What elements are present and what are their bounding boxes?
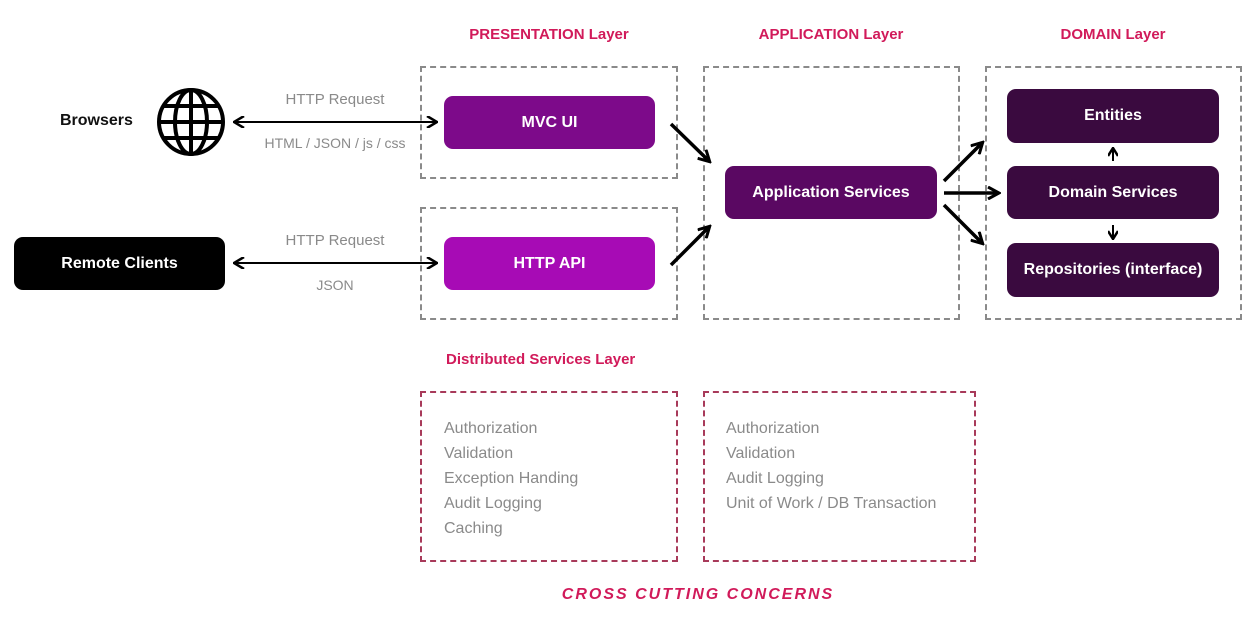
domain-services-node[interactable]: Domain Services: [1007, 166, 1219, 219]
concern-item: Unit of Work / DB Transaction: [726, 495, 937, 512]
concern-item: Authorization: [726, 420, 820, 437]
remote-request-label: HTTP Request: [285, 232, 385, 249]
remote-clients-node[interactable]: Remote Clients: [14, 237, 225, 290]
concern-item: Audit Logging: [726, 470, 824, 487]
distributed-concerns-list: Authorization Validation Exception Handi…: [444, 416, 578, 541]
concern-item: Caching: [444, 520, 503, 537]
concern-item: Authorization: [444, 420, 538, 437]
browser-response-label: HTML / JSON / js / css: [264, 135, 406, 151]
distributed-services-title: Distributed Services Layer: [446, 351, 636, 368]
application-concerns-box: Authorization Validation Audit Logging U…: [703, 391, 976, 562]
domain-layer-title: DOMAIN Layer: [1060, 26, 1166, 43]
app-to-repositories-arrow: [942, 203, 982, 243]
presentation-layer-title: PRESENTATION Layer: [469, 26, 629, 43]
api-to-app-arrow: [669, 227, 709, 267]
concern-item: Validation: [444, 445, 514, 462]
concern-item: Exception Handing: [444, 470, 579, 487]
application-services-node[interactable]: Application Services: [725, 166, 937, 219]
entities-node[interactable]: Entities: [1007, 89, 1219, 143]
application-concerns-list: Authorization Validation Audit Logging U…: [726, 416, 936, 516]
app-to-entities-arrow: [942, 143, 982, 183]
browsers-label: Browsers: [60, 112, 133, 129]
globe-icon: [156, 87, 226, 157]
repositories-node[interactable]: Repositories (interface): [1007, 243, 1219, 297]
concern-item: Audit Logging: [444, 495, 542, 512]
browser-request-label: HTTP Request: [285, 91, 385, 108]
distributed-concerns-box: Authorization Validation Exception Handi…: [420, 391, 678, 562]
cross-cutting-concerns-title: CROSS CUTTING CONCERNS: [561, 586, 835, 603]
http-api-node[interactable]: HTTP API: [444, 237, 655, 290]
mvc-ui-node[interactable]: MVC UI: [444, 96, 655, 149]
mvc-to-app-arrow: [669, 122, 709, 161]
application-layer-title: APPLICATION Layer: [758, 26, 904, 43]
remote-response-label: JSON: [316, 277, 354, 293]
concern-item: Validation: [726, 445, 796, 462]
